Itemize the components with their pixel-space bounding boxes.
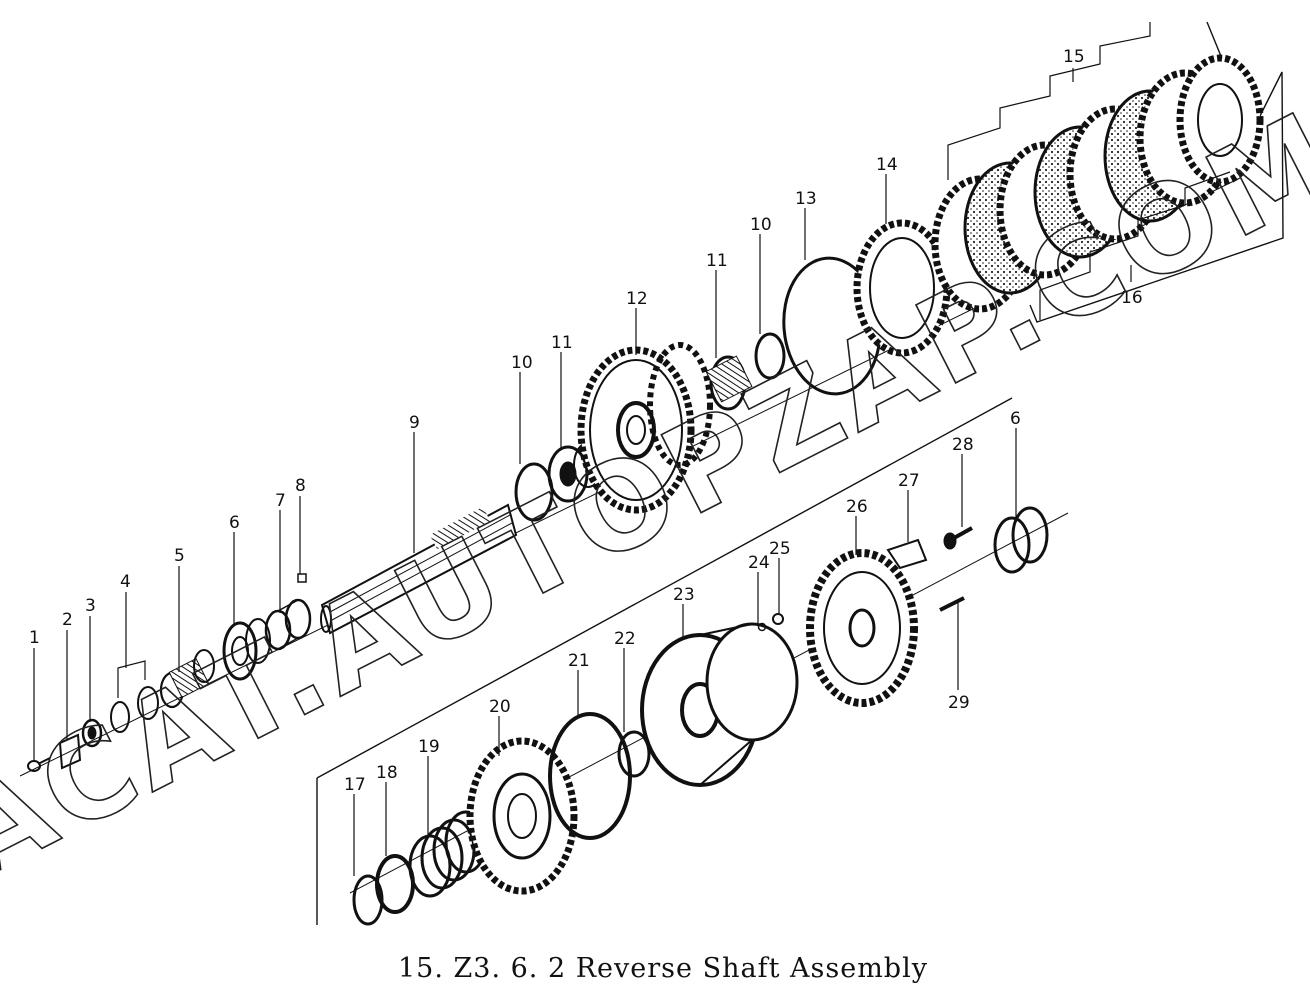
callout-20: 20: [489, 697, 511, 717]
bracket-15: [947, 22, 1151, 180]
part-8-pin: [297, 573, 307, 583]
callout-22: 22: [614, 629, 636, 649]
callout-10b: 10: [750, 215, 772, 235]
part-6b-bearing: [993, 506, 1049, 574]
callout-26: 26: [846, 497, 868, 517]
callout-1: 1: [29, 628, 40, 648]
callout-15: 15: [1063, 47, 1085, 67]
callout-16: 16: [1121, 288, 1143, 308]
part-26-gear-hub: [806, 549, 918, 707]
part-10b-snap-ring: [754, 332, 786, 380]
part-29-pin: [939, 596, 965, 612]
callout-2: 2: [62, 610, 73, 630]
watermark-text: ACAT.AUTOPZAP.COM: [0, 85, 1310, 906]
part-23-clutch-drum: [640, 622, 799, 787]
part-2-lock-plate: [58, 733, 82, 770]
callout-18: 18: [376, 763, 398, 783]
part-10-snap-ring: [514, 462, 554, 522]
part-18-washer: [375, 854, 415, 914]
callout-6b: 6: [1010, 409, 1021, 429]
part-28-bolt: [943, 526, 973, 550]
part-4-shims: [110, 660, 159, 733]
callout-7: 7: [275, 491, 286, 511]
part-6-bearing: [222, 618, 271, 681]
callout-3: 3: [85, 596, 96, 616]
callout-9: 9: [409, 413, 420, 433]
callout-11: 11: [551, 333, 573, 353]
leader-lines: [33, 174, 1132, 876]
bracket-16: [1039, 171, 1231, 320]
callout-25: 25: [769, 539, 791, 559]
diagram-caption: 15. Z3. 6. 2 Reverse Shaft Assembly: [398, 953, 928, 984]
callout-29: 29: [948, 693, 970, 713]
part-25-nut: [772, 613, 784, 625]
part-24-ball: [757, 622, 767, 632]
callout-13: 13: [795, 189, 817, 209]
part-19-spring: [408, 810, 488, 898]
callout-12: 12: [626, 289, 648, 309]
callout-17: 17: [344, 775, 366, 795]
part-27-lock-plate: [886, 538, 928, 570]
callout-23: 23: [673, 585, 695, 605]
callout-11b: 11: [706, 251, 728, 271]
callout-21: 21: [568, 651, 590, 671]
callout-19: 19: [418, 737, 440, 757]
callout-24: 24: [748, 553, 770, 573]
callout-27: 27: [898, 471, 920, 491]
callout-labels: 1 2 3 4 5 6 7 8 9 10 11 12 10 11 13 14 1…: [29, 47, 1143, 795]
part-9-shaft: [320, 503, 518, 635]
part-11b-bearing: [705, 355, 753, 411]
part-3-washer: [81, 718, 103, 748]
callout-10: 10: [511, 353, 533, 373]
callout-28: 28: [952, 435, 974, 455]
callout-8: 8: [295, 476, 306, 496]
lower-assembly-frame: [316, 397, 1013, 925]
callout-5: 5: [174, 546, 185, 566]
part-15-16-clutch-pack: [931, 54, 1264, 313]
part-22-o-ring: [617, 730, 651, 778]
callout-4: 4: [120, 572, 131, 592]
part-7-roller-bearing: [264, 598, 312, 651]
callout-14: 14: [876, 155, 898, 175]
part-20-gear: [466, 737, 578, 895]
callout-6: 6: [229, 513, 240, 533]
